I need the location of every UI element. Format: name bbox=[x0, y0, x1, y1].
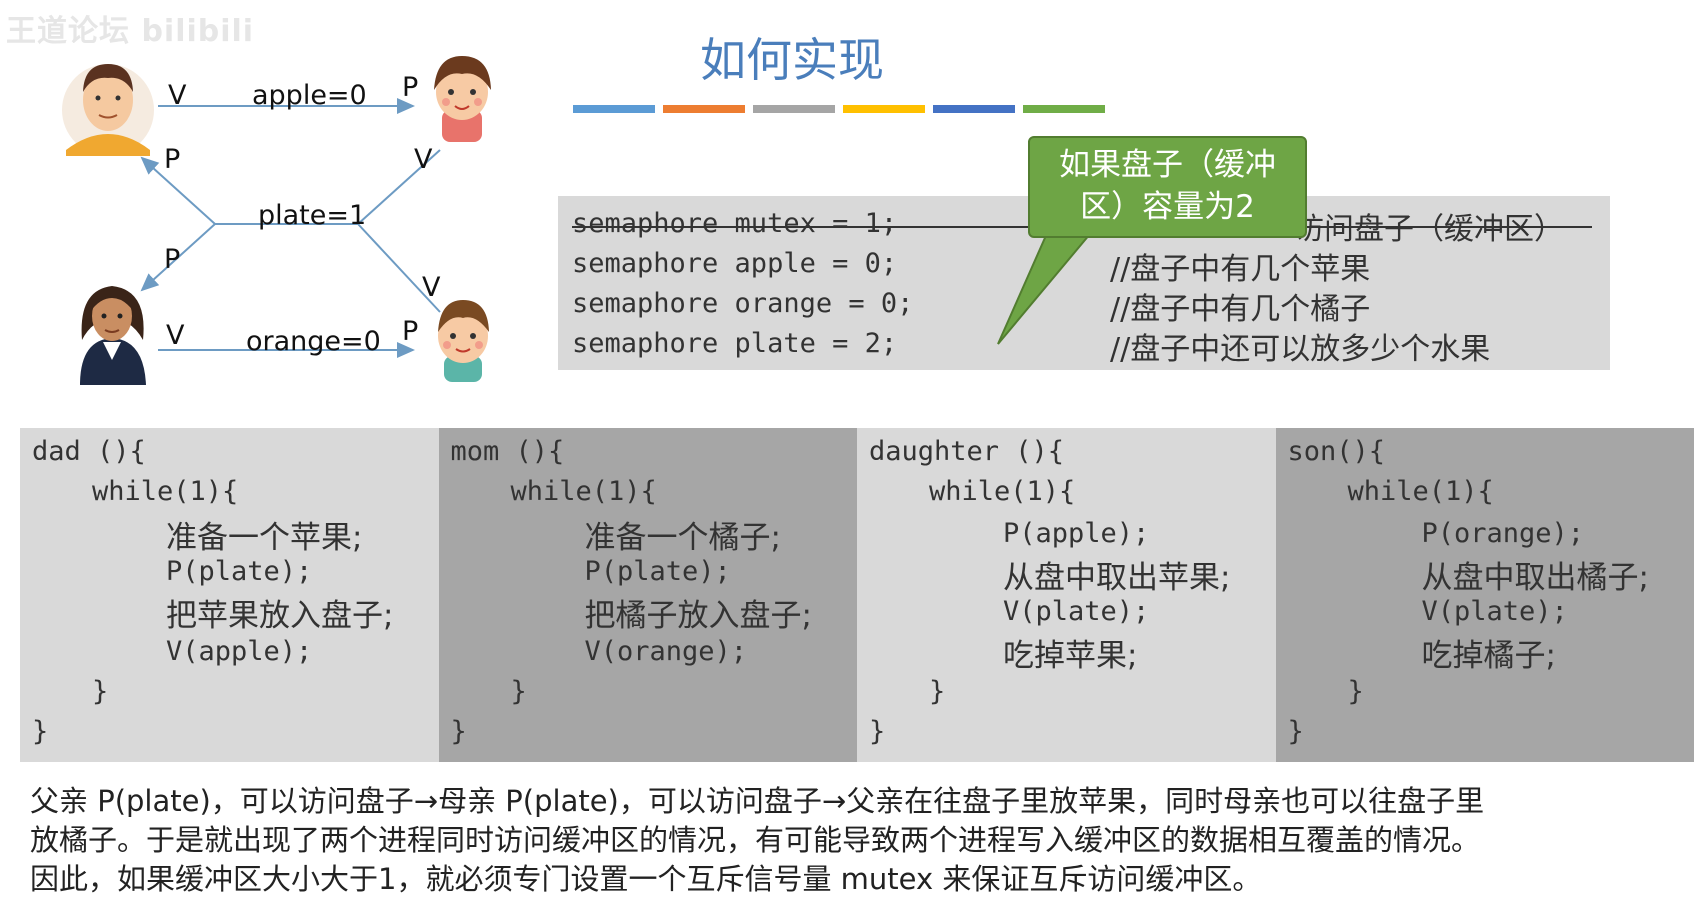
sem-comment-apple: //盘子中有几个苹果 bbox=[1110, 252, 1371, 287]
sem-comment-orange: //盘子中有几个橘子 bbox=[1110, 292, 1371, 327]
code-panel-dad: dad (){ while(1){ 准备一个苹果; P(plate); 把苹果放… bbox=[20, 428, 439, 762]
son-avatar bbox=[438, 300, 489, 382]
code-panel-son: son(){ while(1){ P(orange); 从盘中取出橘子; V(p… bbox=[1275, 428, 1694, 762]
orange-p-label: P bbox=[402, 316, 419, 347]
code-stmt: 从盘中取出橘子; bbox=[1421, 560, 1649, 596]
explanation-line: 放橘子。于是就出现了两个进程同时访问缓冲区的情况，有可能导致两个进程写入缓冲区的… bbox=[30, 823, 1481, 857]
code-close: } bbox=[450, 716, 467, 747]
code-stmt: 准备一个苹果; bbox=[166, 520, 363, 556]
dad-p-label: P bbox=[164, 144, 181, 175]
color-segment bbox=[573, 105, 655, 113]
apple-semaphore-label: apple=0 bbox=[252, 80, 367, 111]
code-stmt: V(orange); bbox=[584, 636, 748, 667]
daughter-avatar bbox=[434, 56, 491, 142]
son-v-label: V bbox=[422, 272, 441, 303]
orange-v-label: V bbox=[166, 320, 185, 351]
sem-comment-mutex: 访问盘子（缓冲区） bbox=[1294, 212, 1564, 247]
code-close: } bbox=[510, 676, 527, 707]
code-stmt: V(plate); bbox=[1421, 596, 1568, 627]
explanation-line: 因此，如果缓冲区大小大于1，就必须专门设置一个互斥信号量 mutex 来保证互斥… bbox=[30, 862, 1262, 896]
code-panels: dad (){ while(1){ 准备一个苹果; P(plate); 把苹果放… bbox=[20, 428, 1694, 762]
code-close: } bbox=[1287, 716, 1304, 747]
orange-semaphore-label: orange=0 bbox=[246, 326, 381, 357]
code-stmt: 把苹果放入盘子; bbox=[166, 598, 394, 634]
diagram-arrows bbox=[62, 56, 491, 385]
sem-decl-mutex: semaphore mutex = 1; bbox=[572, 208, 898, 239]
sem-comment-plate: //盘子中还可以放多少个水果 bbox=[1110, 332, 1491, 367]
page-title: 如何实现 bbox=[700, 33, 884, 87]
code-head: son(){ bbox=[1287, 436, 1386, 467]
code-close: } bbox=[92, 676, 109, 707]
color-segment bbox=[753, 105, 835, 113]
daughter-v-label: V bbox=[414, 144, 433, 175]
sem-decl-apple: semaphore apple = 0; bbox=[572, 248, 898, 279]
code-loop: while(1){ bbox=[510, 476, 657, 507]
watermark: 王道论坛 bilibili bbox=[6, 14, 255, 49]
code-head: dad (){ bbox=[32, 436, 146, 467]
code-close: } bbox=[1347, 676, 1364, 707]
code-panel-daughter: daughter (){ while(1){ P(apple); 从盘中取出苹果… bbox=[857, 428, 1276, 762]
explanation-line: 父亲 P(plate)，可以访问盘子→母亲 P(plate)，可以访问盘子→父亲… bbox=[30, 784, 1485, 818]
code-stmt: P(plate); bbox=[584, 556, 731, 587]
code-stmt: V(apple); bbox=[166, 636, 313, 667]
code-close: } bbox=[869, 716, 886, 747]
code-close: } bbox=[929, 676, 946, 707]
code-stmt: P(plate); bbox=[166, 556, 313, 587]
code-stmt: P(orange); bbox=[1421, 518, 1585, 549]
color-segment bbox=[933, 105, 1015, 113]
sem-decl-plate: semaphore plate = 2; bbox=[572, 328, 898, 359]
code-head: daughter (){ bbox=[869, 436, 1065, 467]
code-stmt: P(apple); bbox=[1003, 518, 1150, 549]
sem-decl-orange: semaphore orange = 0; bbox=[572, 288, 914, 319]
mom-avatar bbox=[80, 286, 146, 385]
code-panel-mom: mom (){ while(1){ 准备一个橘子; P(plate); 把橘子放… bbox=[438, 428, 857, 762]
color-segment bbox=[843, 105, 925, 113]
apple-v-label: V bbox=[168, 80, 187, 111]
callout-bubble: 如果盘子（缓冲区）容量为2 bbox=[1028, 136, 1307, 238]
code-stmt: 吃掉苹果; bbox=[1003, 638, 1138, 674]
color-segment bbox=[1023, 105, 1105, 113]
mom-p-label: P bbox=[164, 244, 181, 275]
color-segment bbox=[663, 105, 745, 113]
code-stmt: 准备一个橘子; bbox=[584, 520, 781, 556]
dad-avatar bbox=[62, 64, 154, 156]
code-close: } bbox=[32, 716, 49, 747]
code-stmt: 把橘子放入盘子; bbox=[584, 598, 812, 634]
code-loop: while(1){ bbox=[1347, 476, 1494, 507]
plate-semaphore-label: plate=1 bbox=[258, 200, 367, 231]
semaphore-declarations: semaphore mutex = 1; 访问盘子（缓冲区） semaphore… bbox=[558, 196, 1610, 370]
process-diagram: V apple=0 P P V plate=1 P V V orange=0 P bbox=[0, 0, 520, 400]
callout-pointer bbox=[997, 221, 1103, 345]
code-loop: while(1){ bbox=[929, 476, 1076, 507]
apple-p-label: P bbox=[402, 72, 419, 103]
code-stmt: 吃掉橘子; bbox=[1421, 638, 1556, 674]
callout-text: 如果盘子（缓冲区）容量为2 bbox=[1059, 147, 1276, 225]
explanation-text: 父亲 P(plate)，可以访问盘子→母亲 P(plate)，可以访问盘子→父亲… bbox=[30, 782, 1690, 899]
code-head: mom (){ bbox=[450, 436, 565, 467]
code-loop: while(1){ bbox=[92, 476, 239, 507]
code-stmt: V(plate); bbox=[1003, 596, 1150, 627]
code-stmt: 从盘中取出苹果; bbox=[1003, 560, 1231, 596]
